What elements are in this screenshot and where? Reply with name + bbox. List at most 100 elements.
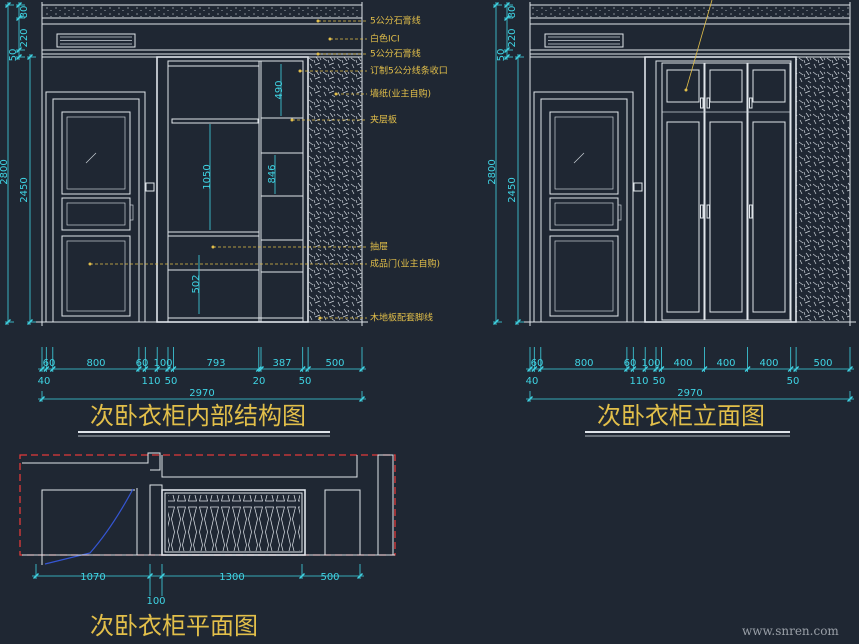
dimension-tick bbox=[39, 366, 45, 372]
dimension-tick bbox=[255, 366, 262, 372]
air-vent bbox=[56, 33, 136, 48]
dimension-tick bbox=[623, 366, 630, 372]
wardrobe-door-3 bbox=[747, 62, 791, 321]
width-dim: 400 bbox=[759, 358, 778, 369]
dimension-tick bbox=[359, 396, 365, 402]
dimension-tick bbox=[165, 366, 171, 372]
door-pull bbox=[749, 97, 753, 109]
overall-width: 2970 bbox=[677, 388, 702, 399]
width-dim: 400 bbox=[673, 358, 692, 369]
left-elevation-title: 次卧衣柜内部结构图 bbox=[90, 402, 306, 430]
label-drawer: 抽屉 bbox=[370, 241, 388, 253]
door-leaf bbox=[540, 98, 628, 323]
width-dim-lower: 50 bbox=[653, 376, 666, 387]
width-dim-lower: 40 bbox=[38, 376, 51, 387]
dimension-tick bbox=[515, 319, 521, 325]
wall-outline bbox=[22, 452, 161, 471]
dimension-tick bbox=[630, 366, 637, 372]
interior-dim-490: 490 bbox=[274, 80, 285, 99]
dimension-tick bbox=[43, 366, 50, 372]
height-dim-220: 220 bbox=[19, 28, 30, 47]
leader-line bbox=[685, 0, 713, 91]
dimension-tick bbox=[39, 396, 45, 402]
height-dim-2450: 2450 bbox=[19, 177, 30, 202]
dimension-tick bbox=[154, 366, 161, 372]
label-wallpaper: 墙纸(业主自购) bbox=[370, 88, 431, 100]
height-dim-50: 50 bbox=[8, 49, 19, 62]
dimension-tick bbox=[170, 366, 177, 372]
dimension-tick bbox=[493, 319, 499, 325]
dimension-tick bbox=[299, 366, 306, 372]
dimension-tick bbox=[847, 396, 853, 402]
dimension-tick bbox=[16, 2, 22, 8]
width-dim: 500 bbox=[813, 358, 832, 369]
dimension-tick bbox=[787, 366, 794, 372]
door-pull bbox=[700, 204, 704, 219]
dimension-tick bbox=[653, 366, 659, 372]
dimension-tick bbox=[744, 366, 751, 372]
left-elevation-internal-structure: 490 1050 846 502 5公分石膏线 白色ICI 5公分石膏线 订制5… bbox=[0, 2, 448, 437]
interior-dim-846: 846 bbox=[267, 164, 278, 183]
dimension-tick bbox=[537, 366, 544, 372]
dimension-tick bbox=[299, 573, 305, 579]
dimension-tick bbox=[527, 366, 533, 372]
clothes-hangers bbox=[168, 495, 300, 551]
room-outline bbox=[41, 489, 135, 565]
height-dim-2800: 2800 bbox=[0, 159, 10, 184]
plan-dimensions: 1070 1300 500 100 bbox=[32, 564, 364, 607]
width-dim-lower: 110 bbox=[629, 376, 648, 387]
width-dim: 800 bbox=[86, 358, 105, 369]
height-dim-50: 50 bbox=[496, 49, 507, 62]
hanging-rod bbox=[171, 118, 259, 124]
label-shelf: 夹层板 bbox=[370, 114, 397, 126]
interior-dim-502: 502 bbox=[191, 274, 202, 293]
plan-dim-500: 500 bbox=[320, 572, 339, 583]
dimension-tick bbox=[5, 2, 11, 8]
label-skirting: 木地板配套脚线 bbox=[370, 312, 433, 324]
dimension-tick bbox=[515, 54, 521, 60]
dimension-tick bbox=[793, 366, 800, 372]
width-dim: 800 bbox=[574, 358, 593, 369]
dimension-tick bbox=[357, 573, 363, 579]
dimension-tick bbox=[142, 366, 149, 372]
dimension-tick bbox=[16, 47, 22, 53]
width-dim-lower: 50 bbox=[165, 376, 178, 387]
dimension-tick bbox=[16, 54, 22, 60]
width-dim-lower: 50 bbox=[787, 376, 800, 387]
left-dimensions: 50 80 220 2800 2450 60 800 60 100 793 38… bbox=[0, 2, 366, 402]
label-finished-door: 成品门(业主自购) bbox=[370, 258, 440, 270]
label-plaster-line-bottom: 5公分石膏线 bbox=[370, 48, 421, 60]
height-dim-80: 80 bbox=[19, 6, 30, 19]
dimension-tick bbox=[642, 366, 649, 372]
dimension-tick bbox=[5, 319, 11, 325]
width-dim: 100 bbox=[641, 358, 660, 369]
width-dim-lower: 40 bbox=[526, 376, 539, 387]
width-dim: 60 bbox=[136, 358, 149, 369]
interior-dim-1050: 1050 bbox=[202, 164, 213, 189]
dimension-tick bbox=[49, 366, 56, 372]
light-switch bbox=[145, 182, 155, 192]
plan-title: 次卧衣柜平面图 bbox=[90, 612, 258, 640]
wallpaper-area bbox=[796, 57, 850, 322]
dimension-tick bbox=[658, 366, 665, 372]
door-pull bbox=[749, 204, 753, 219]
door-leaf bbox=[52, 98, 140, 323]
room-door bbox=[533, 91, 643, 323]
dimension-tick bbox=[504, 54, 510, 60]
dimension-tick bbox=[493, 2, 499, 8]
dimension-tick bbox=[504, 2, 510, 8]
annotation-leaders: 5公分石膏线 白色ICI 5公分石膏线 订制5公分线条收口 墙纸(业主自购) 夹… bbox=[88, 15, 448, 324]
label-plaster-line-top: 5公分石膏线 bbox=[370, 15, 421, 27]
room-door bbox=[45, 91, 155, 323]
width-dim: 100 bbox=[153, 358, 172, 369]
light-switch bbox=[633, 182, 643, 192]
dimension-tick bbox=[305, 366, 312, 372]
air-vent bbox=[544, 33, 624, 48]
dimension-tick bbox=[359, 366, 365, 372]
dimension-tick bbox=[504, 47, 510, 53]
dimension-tick bbox=[16, 15, 22, 21]
wardrobe-interior bbox=[156, 56, 309, 323]
width-dim: 60 bbox=[531, 358, 544, 369]
plan-dim-1070: 1070 bbox=[80, 572, 105, 583]
